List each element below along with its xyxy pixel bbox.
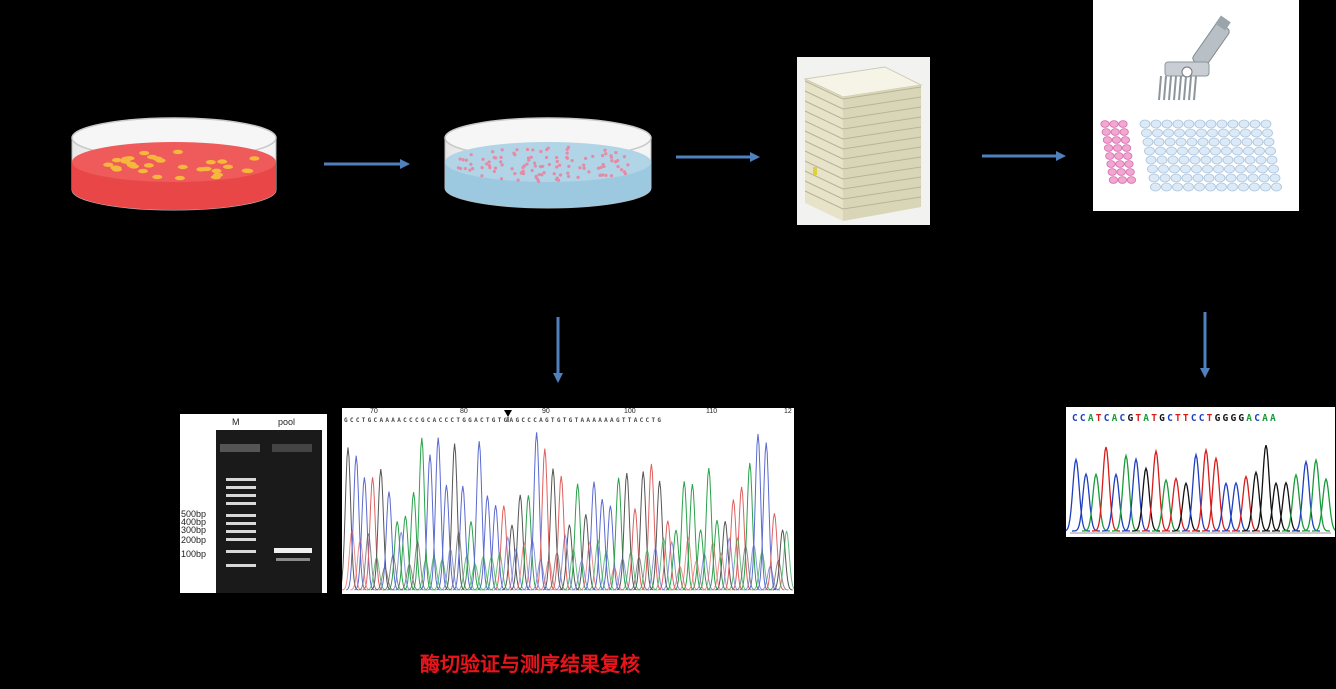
gel-marker-300bp: 300bp	[181, 525, 207, 535]
tick-110: 110	[706, 408, 718, 415]
pool-lane-band-faint	[276, 558, 310, 561]
agarose-gel-panel: M pool 500bp 400bp 300bp 200bp 100bp	[180, 414, 327, 593]
pool-lane-band-main	[274, 548, 312, 553]
figure-caption: 酶切验证与测序结果复核	[420, 652, 640, 676]
tick-80: 80	[460, 408, 468, 415]
multichannel-pipette-icon	[1158, 15, 1231, 101]
arrow-right-2	[676, 152, 760, 162]
petri-dish-colonies	[71, 117, 277, 211]
sequencing-chromatogram-right: CCATCACGTATGCTTCCTGGGGACAA	[1066, 407, 1335, 537]
arrow-down-2	[1200, 312, 1210, 378]
tick-90: 90	[542, 408, 550, 415]
gel-marker-100bp: 100bp	[181, 549, 207, 559]
arrow-right-3	[982, 151, 1066, 161]
petri-dish-cells	[444, 117, 652, 209]
marker-lane-bands	[226, 478, 256, 567]
pipette-and-plate	[1093, 0, 1299, 211]
tick-100: 100	[624, 408, 636, 415]
cut-site-marker-icon	[504, 410, 512, 417]
gel-marker-500bp: 500bp	[181, 509, 207, 519]
tick-70: 70	[370, 408, 378, 415]
arrow-down-1	[553, 317, 563, 383]
tick-12: 12	[784, 408, 792, 415]
gel-lane-label-pool: pool	[278, 417, 296, 427]
sequencing-chromatogram-left: 70 80 90 100 110 12 GCCTGCAAAACCCGCACCCT…	[342, 408, 794, 594]
gel-marker-400bp: 400bp	[181, 517, 207, 527]
gel-lane-label-marker: M	[232, 417, 240, 427]
gel-marker-200bp: 200bp	[181, 535, 207, 545]
chromatogram-ruler: 70 80 90 100 110 12	[342, 408, 794, 420]
left-base-calls: GCCTGCAAAACCCGCACCCTGGACTGTGAGCCCAGTGTGT…	[344, 417, 664, 424]
arrow-right-1	[324, 159, 410, 169]
stacked-culture-plates	[797, 57, 930, 225]
right-sequence: CCATCACGTATGCTTCCTGGGGACAA	[1072, 413, 1278, 424]
